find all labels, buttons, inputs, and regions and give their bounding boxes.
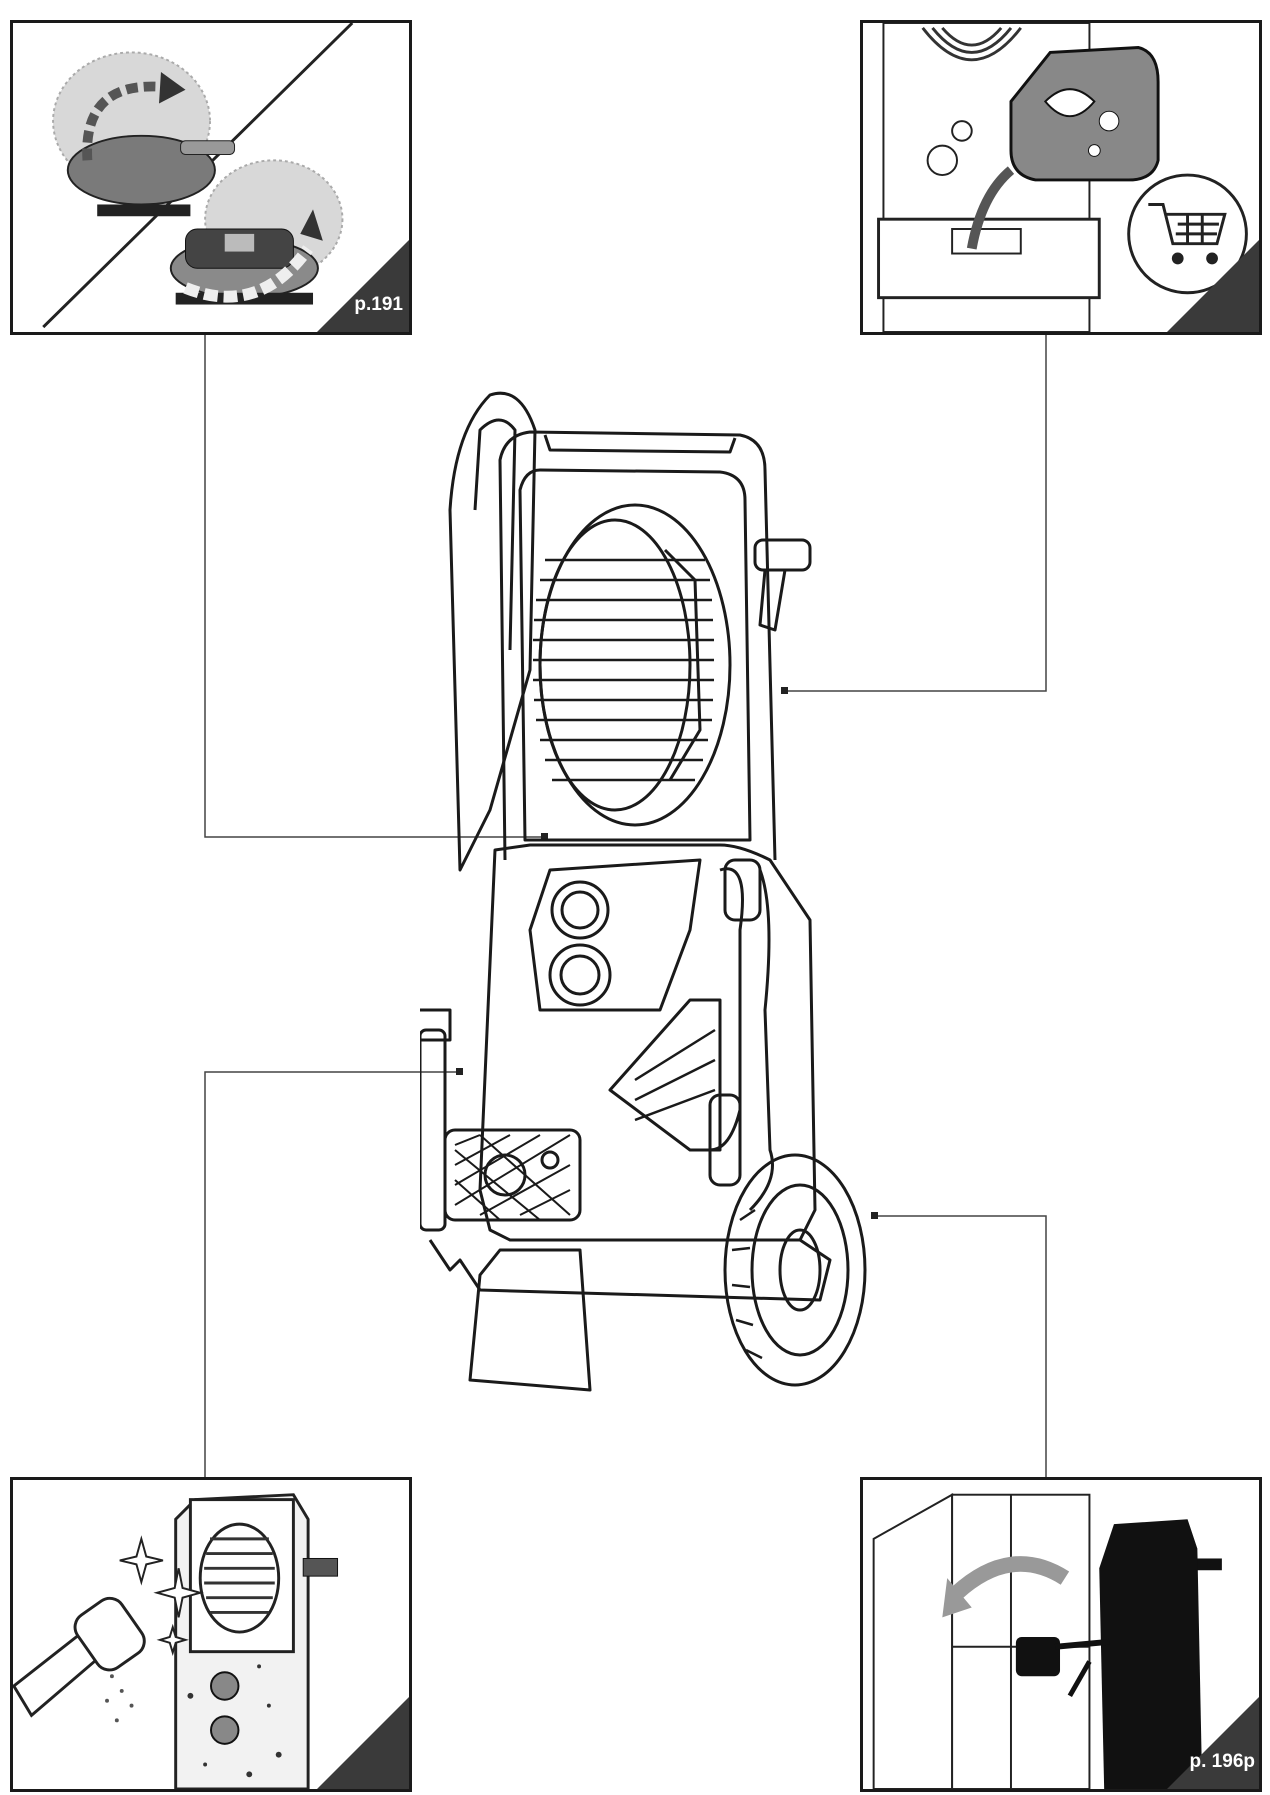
panel-storage: p. 196p	[860, 1477, 1262, 1792]
brush-cleaning-illustration	[13, 1493, 339, 1789]
motor-housing	[478, 843, 817, 1242]
page-corner-tab	[317, 1697, 409, 1789]
wheel	[723, 1153, 867, 1387]
pressure-washer-drawing	[420, 391, 867, 1392]
side-vent	[608, 998, 722, 1152]
page-corner-tab	[1167, 240, 1259, 332]
spray-gun-holder	[448, 391, 537, 872]
control-panel	[528, 858, 702, 1012]
page-corner-tab	[317, 240, 409, 332]
panel-detergent-refill	[860, 20, 1262, 335]
brush-rotate-illustration	[42, 23, 354, 329]
power-cord	[709, 867, 774, 1212]
page-corner-tab	[1167, 1697, 1259, 1789]
power-knob	[550, 880, 610, 940]
panel-brush-cleaning	[10, 1477, 412, 1792]
page-reference[interactable]: p.191	[354, 294, 403, 315]
lance	[420, 1028, 447, 1232]
detergent-refill-shopping-cart-illustration	[877, 23, 1248, 332]
pressure-knob	[548, 943, 612, 1007]
hose-reel-frame	[498, 430, 777, 861]
panel-brush-rotation: p.191	[10, 20, 412, 335]
power-plug	[708, 1093, 742, 1187]
page-reference[interactable]: p. 196p	[1189, 1751, 1255, 1772]
stand-foot	[468, 1248, 592, 1392]
hose-connector	[753, 538, 812, 572]
